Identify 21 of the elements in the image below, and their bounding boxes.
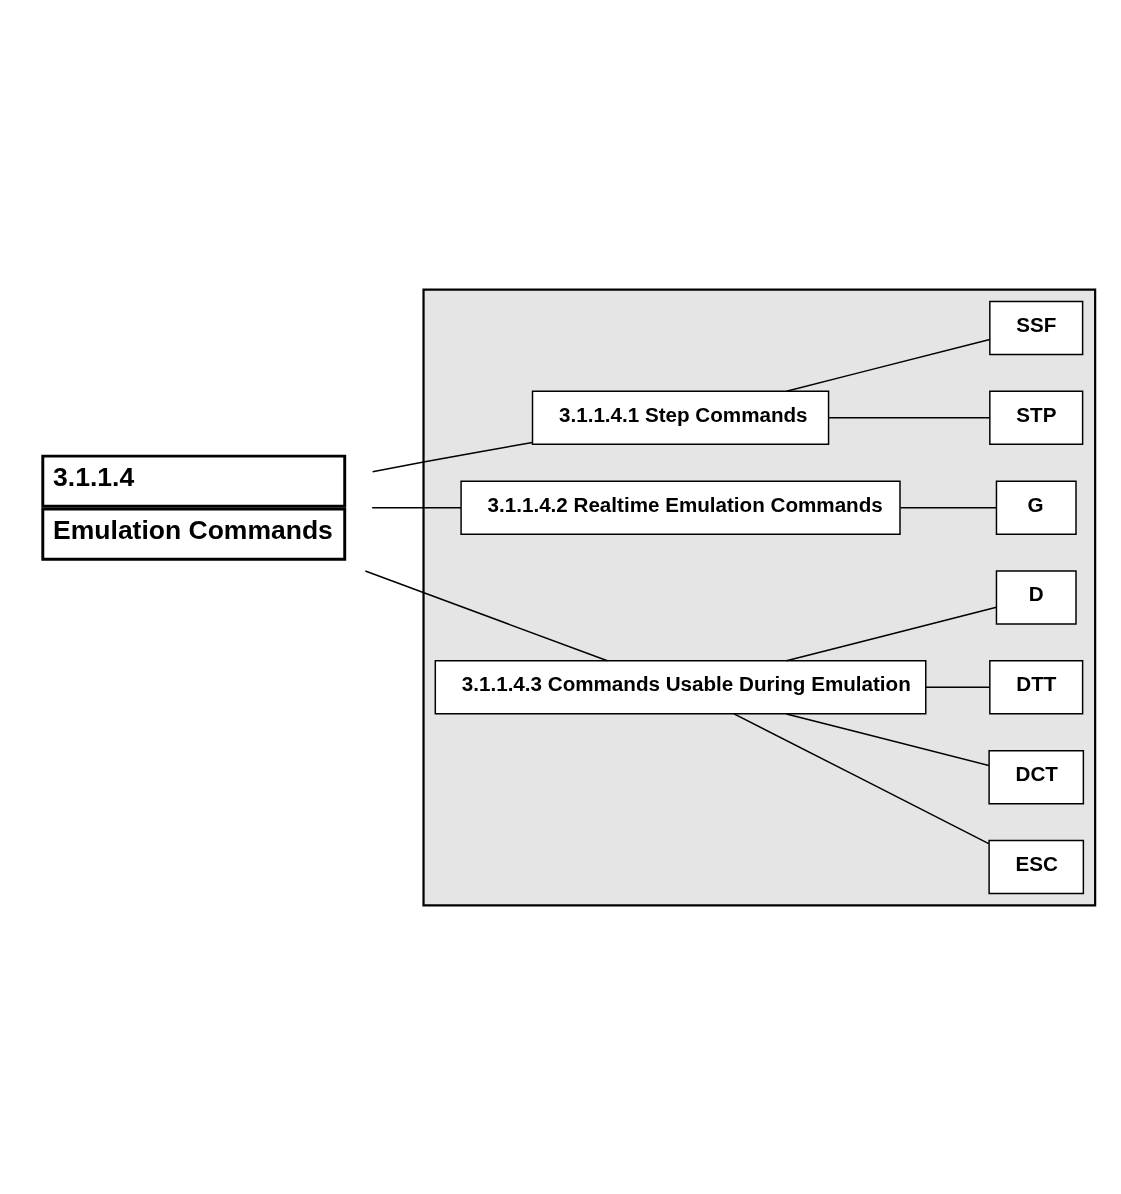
connector <box>925 686 991 688</box>
node-box: 3.1.1.4.3 Commands Usable During Emulation <box>434 659 927 715</box>
connector <box>364 569 609 662</box>
connector <box>785 338 991 392</box>
connector <box>733 712 990 844</box>
node-box: DTT <box>989 659 1084 715</box>
connector <box>785 606 998 661</box>
node-box: 3.1.1.4.2 Realtime Emulation Commands <box>460 479 901 535</box>
node-box: 3.1.1.4.1 Step Commands <box>531 390 830 445</box>
node-box: ESC <box>988 839 1085 894</box>
connector <box>899 506 998 508</box>
connector <box>785 712 990 766</box>
node-box: G <box>995 479 1077 535</box>
connector <box>371 441 534 472</box>
cluster <box>422 288 1097 906</box>
connector <box>828 416 991 419</box>
node-box: DCT <box>988 749 1085 804</box>
node-box: SSF <box>989 300 1084 355</box>
connector <box>371 506 462 508</box>
node-box: D <box>995 569 1077 625</box>
node-box: STP <box>989 390 1084 445</box>
